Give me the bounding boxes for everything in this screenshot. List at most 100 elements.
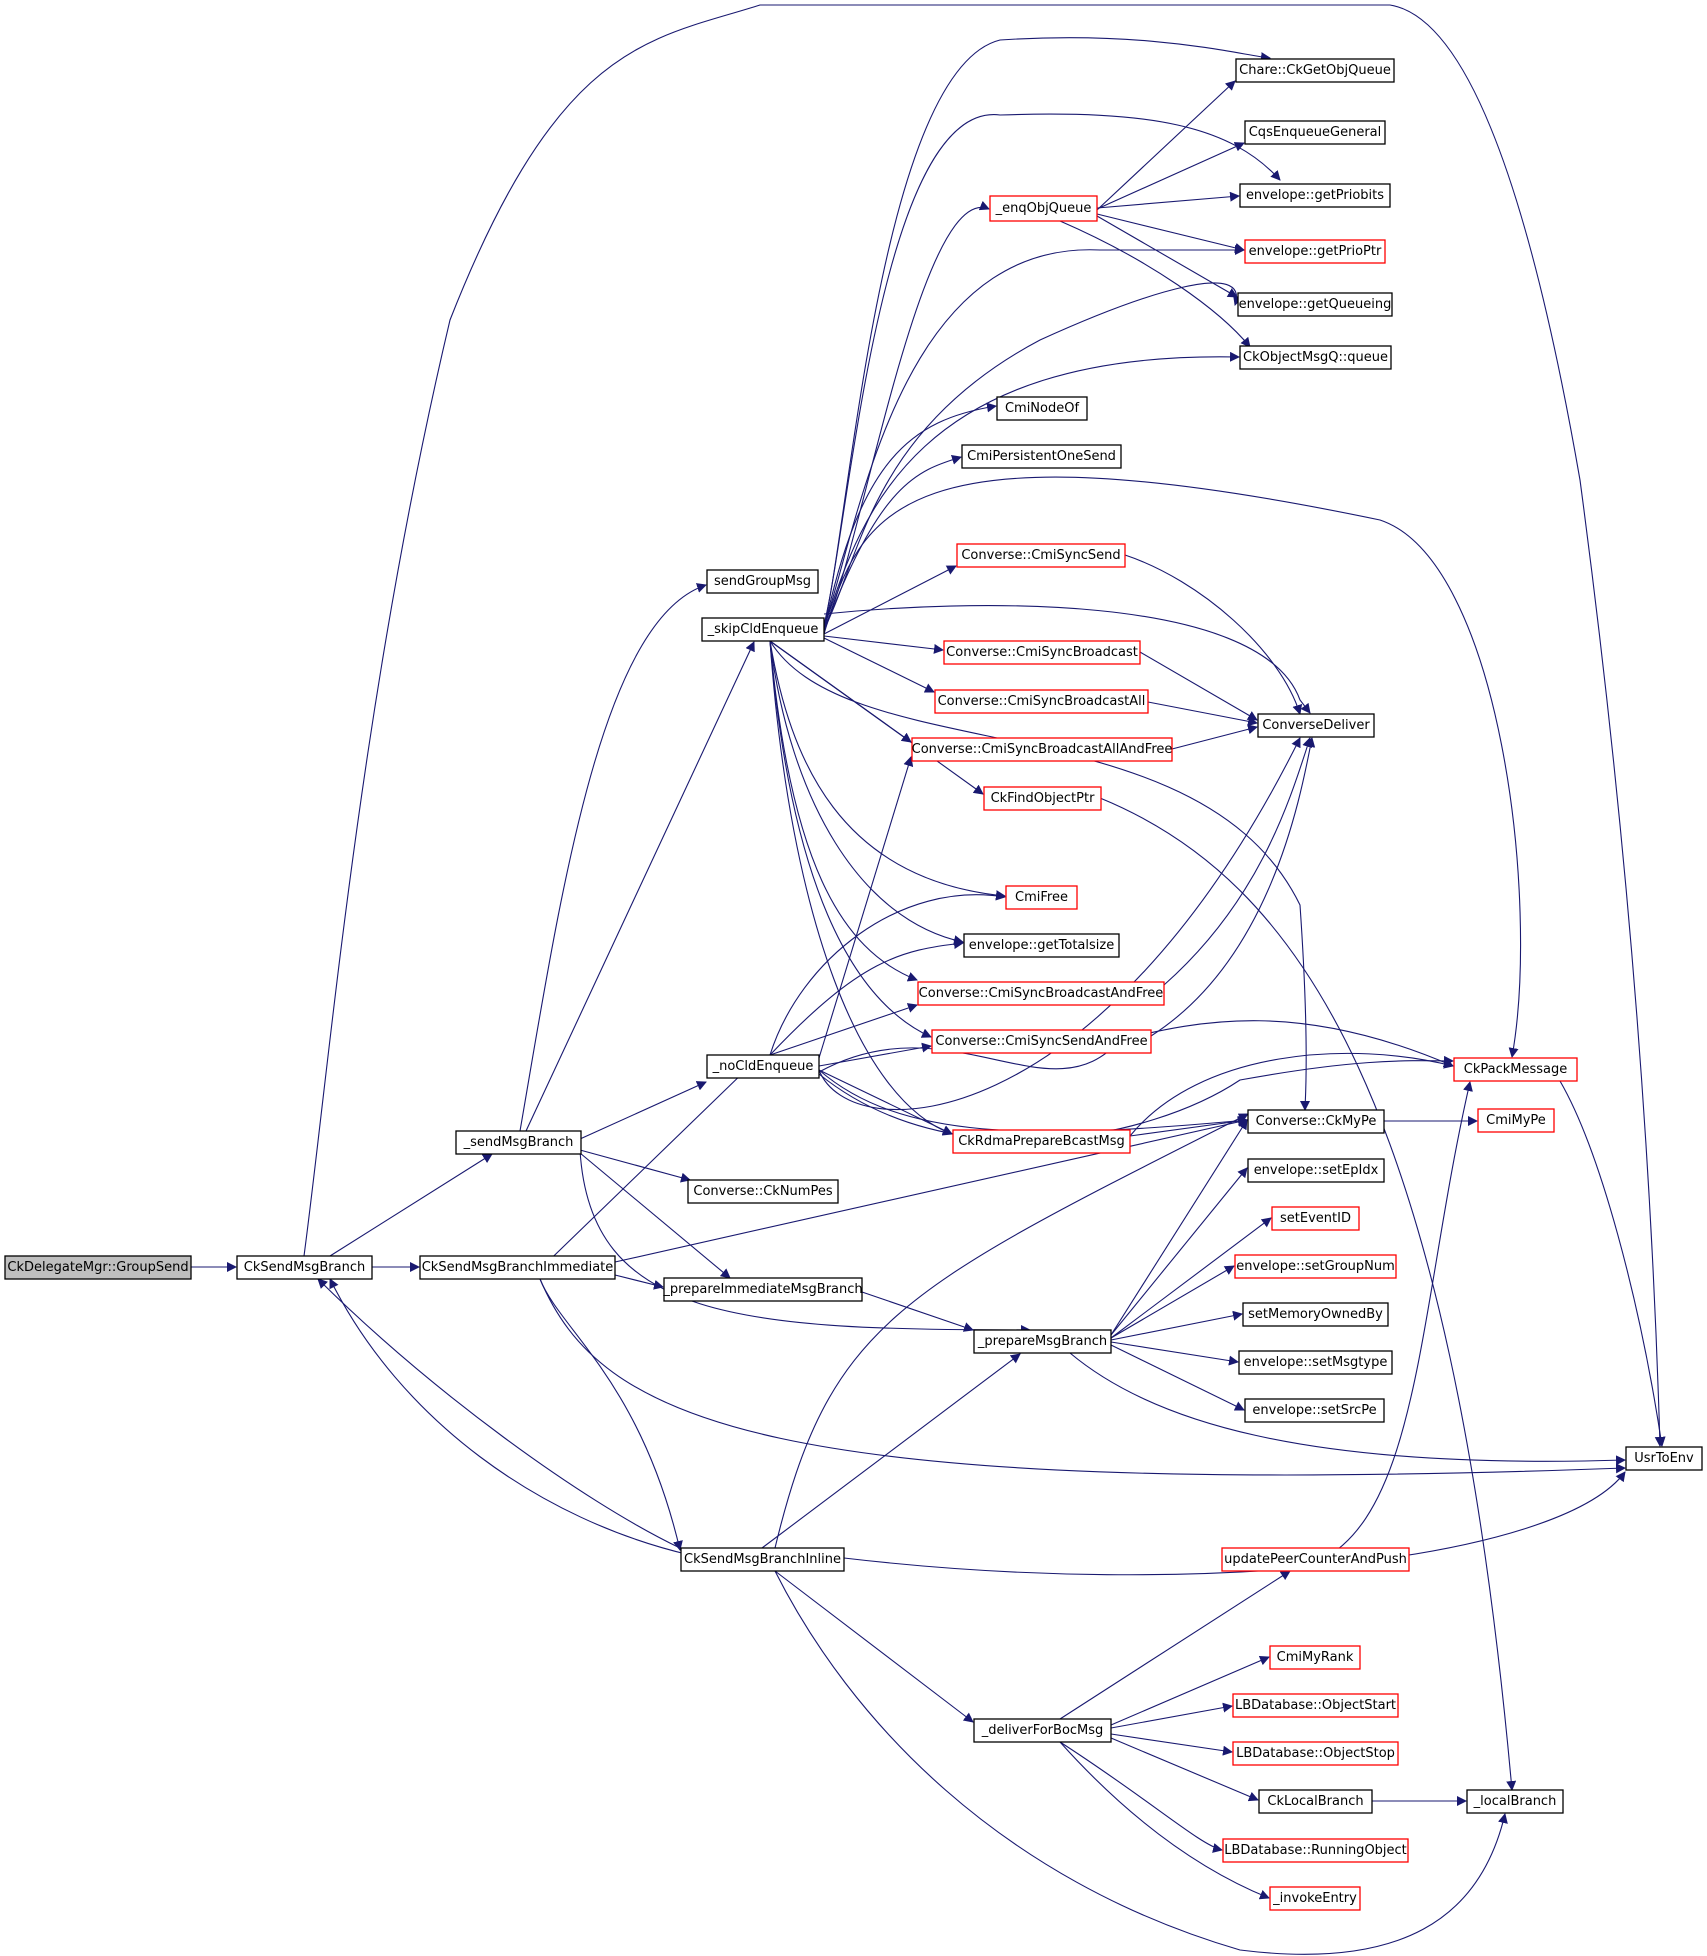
edge-23 xyxy=(1110,1119,1248,1336)
node-cmifree[interactable]: CmiFree xyxy=(1005,885,1078,910)
node-envelope-gettotalsize[interactable]: envelope::getTotalsize xyxy=(963,933,1120,958)
node-label: envelope::setMsgtype xyxy=(1244,1355,1388,1370)
edge-68 xyxy=(818,1069,953,1135)
node-enqobjqueue[interactable]: _enqObjQueue xyxy=(989,195,1098,222)
node-lbdatabase-objectstart[interactable]: LBDatabase::ObjectStart xyxy=(1232,1693,1399,1718)
node-label: LBDatabase::RunningObject xyxy=(1224,1843,1407,1858)
edge-86 xyxy=(1129,1116,1248,1137)
node-envelope-setepidx[interactable]: envelope::setEpIdx xyxy=(1247,1158,1385,1183)
edge-5 xyxy=(579,1149,1031,1335)
edge-30 xyxy=(1069,1352,1626,1466)
node-ckfindobjectptr[interactable]: CkFindObjectPtr xyxy=(983,786,1102,811)
node-cksendmsgbranchinline[interactable]: CkSendMsgBranchInline xyxy=(680,1547,845,1572)
node-envelope-setsrcpe[interactable]: envelope::setSrcPe xyxy=(1244,1398,1385,1423)
node-setmemoryownedby[interactable]: setMemoryOwnedBy xyxy=(1242,1302,1389,1327)
node-lbdatabase-runningobject[interactable]: LBDatabase::RunningObject xyxy=(1222,1838,1409,1863)
edge-51 xyxy=(823,565,957,635)
edge-38 xyxy=(1320,1081,1473,1561)
edge-53 xyxy=(823,637,935,693)
node-nocldenqueue[interactable]: _noCldEnqueue xyxy=(706,1054,820,1079)
edge-62 xyxy=(823,605,1311,714)
edge-12 xyxy=(529,1065,751,1280)
edge-3 xyxy=(303,4,1665,1447)
edge-59 xyxy=(769,640,932,1038)
node-cminodeof[interactable]: CmiNodeOf xyxy=(996,396,1088,421)
node-converse-cknumpes[interactable]: Converse::CkNumPes xyxy=(687,1179,839,1204)
node-converse-cmisyncbroadcastallandfree[interactable]: Converse::CmiSyncBroadcastAllAndFree xyxy=(911,737,1173,762)
node-label: UsrToEnv xyxy=(1634,1451,1694,1466)
node-envelope-setgroupnum[interactable]: envelope::setGroupNum xyxy=(1234,1254,1397,1279)
node-prepareimmediatemsgbranch[interactable]: _prepareImmediateMsgBranch xyxy=(662,1277,863,1302)
node-converse-cmisyncsend[interactable]: Converse::CmiSyncSend xyxy=(956,543,1126,568)
node-cksendmsgbranchimmediate[interactable]: CkSendMsgBranchImmediate xyxy=(419,1255,616,1280)
node-converse-cmisyncbroadcast[interactable]: Converse::CmiSyncBroadcast xyxy=(943,640,1141,665)
edge-76 xyxy=(1096,213,1245,253)
edge-26 xyxy=(1110,1265,1235,1339)
edge-29 xyxy=(1110,1344,1245,1411)
node-label: sendGroupMsg xyxy=(714,574,811,589)
node-label: CmiFree xyxy=(1015,890,1068,905)
node-label: envelope::setEpIdx xyxy=(1254,1163,1379,1178)
node-converse-ckmype[interactable]: Converse::CkMyPe xyxy=(1247,1109,1385,1134)
edge-50 xyxy=(823,476,1522,1058)
edge-45 xyxy=(823,113,1281,626)
node-preparemsgbranch[interactable]: _prepareMsgBranch xyxy=(973,1329,1112,1354)
edge-24 xyxy=(1110,1167,1248,1336)
node-localbranch[interactable]: _localBranch xyxy=(1466,1789,1564,1814)
node-envelope-getpriobits[interactable]: envelope::getPriobits xyxy=(1239,183,1391,208)
edge-19 xyxy=(774,1570,1508,1955)
node-ckobjectmsgq-queue[interactable]: CkObjectMsgQ::queue xyxy=(1239,345,1392,370)
node-usrtoenv[interactable]: UsrToEnv xyxy=(1625,1446,1703,1471)
node-label: CkFindObjectPtr xyxy=(991,791,1096,806)
edge-81 xyxy=(1147,701,1258,727)
node-ckdelegatemgr-groupsend[interactable]: CkDelegateMgr::GroupSend xyxy=(4,1255,192,1280)
edge-82 xyxy=(1171,724,1258,750)
node-updatepeercounterandpush[interactable]: updatePeerCounterAndPush xyxy=(1221,1547,1410,1572)
node-invokeentry[interactable]: _invokeEntry xyxy=(1269,1886,1361,1911)
edge-46 xyxy=(823,245,1245,628)
edge-83 xyxy=(1099,797,1517,1791)
node-label: Converse::CmiSyncSend xyxy=(961,548,1120,563)
edge-69 xyxy=(818,1069,1248,1133)
node-conversedeliver[interactable]: ConverseDeliver xyxy=(1257,713,1375,738)
node-label: _prepareImmediateMsgBranch xyxy=(662,1282,862,1297)
edge-41 xyxy=(1559,1080,1666,1447)
node-ckrdmapreparebcastmsg[interactable]: CkRdmaPrepareBcastMsg xyxy=(952,1129,1131,1154)
node-cmimyrank[interactable]: CmiMyRank xyxy=(1269,1645,1361,1670)
edge-84 xyxy=(1163,737,1312,986)
node-converse-cmisyncbroadcastall[interactable]: Converse::CmiSyncBroadcastAll xyxy=(934,689,1149,714)
node-cklocalbranch[interactable]: CkLocalBranch xyxy=(1258,1789,1373,1814)
edge-18 xyxy=(774,1570,974,1723)
node-envelope-getqueueing[interactable]: envelope::getQueueing xyxy=(1237,292,1393,317)
node-envelope-setmsgtype[interactable]: envelope::setMsgtype xyxy=(1238,1350,1393,1375)
node-label: CkObjectMsgQ::queue xyxy=(1243,350,1388,365)
node-label: _deliverForBocMsg xyxy=(981,1723,1104,1738)
node-ckpackmessage[interactable]: CkPackMessage xyxy=(1453,1057,1578,1082)
node-envelope-getprioptr[interactable]: envelope::getPrioPtr xyxy=(1244,239,1386,264)
edge-72 xyxy=(818,1055,1454,1141)
node-label: LBDatabase::ObjectStart xyxy=(1235,1698,1396,1713)
node-label: CkPackMessage xyxy=(1464,1062,1567,1077)
node-cmipersistentonesend[interactable]: CmiPersistentOneSend xyxy=(961,444,1122,469)
node-seteventid[interactable]: setEventID xyxy=(1271,1206,1360,1231)
node-chare-ckgetobjqueue[interactable]: Chare::CkGetObjQueue xyxy=(1235,58,1395,83)
edge-25 xyxy=(1110,1217,1272,1339)
edge-64 xyxy=(769,890,1006,1056)
node-deliverforbocmsg[interactable]: _deliverForBocMsg xyxy=(973,1718,1112,1743)
node-converse-cmisyncbroadcastandfree[interactable]: Converse::CmiSyncBroadcastAndFree xyxy=(917,981,1165,1006)
node-cqsenqueuegeneral[interactable]: CqsEnqueueGeneral xyxy=(1244,120,1386,145)
node-converse-cmisyncsendandfree[interactable]: Converse::CmiSyncSendAndFree xyxy=(931,1029,1152,1054)
edge-4 xyxy=(579,1081,707,1140)
edge-32 xyxy=(1110,1655,1270,1726)
node-cmimype[interactable]: CmiMyPe xyxy=(1477,1108,1555,1133)
node-sendmsgbranch[interactable]: _sendMsgBranch xyxy=(455,1130,582,1155)
edge-28 xyxy=(1110,1341,1239,1366)
node-cksendmsgbranch[interactable]: CkSendMsgBranch xyxy=(236,1255,373,1280)
node-skipcldenqueue[interactable]: _skipCldEnqueue xyxy=(701,617,825,642)
node-sendgroupmsg[interactable]: sendGroupMsg xyxy=(706,569,819,594)
edge-48 xyxy=(823,402,997,631)
node-label: setEventID xyxy=(1280,1211,1351,1226)
node-lbdatabase-objectstop[interactable]: LBDatabase::ObjectStop xyxy=(1232,1741,1399,1766)
node-label: _prepareMsgBranch xyxy=(977,1334,1107,1349)
